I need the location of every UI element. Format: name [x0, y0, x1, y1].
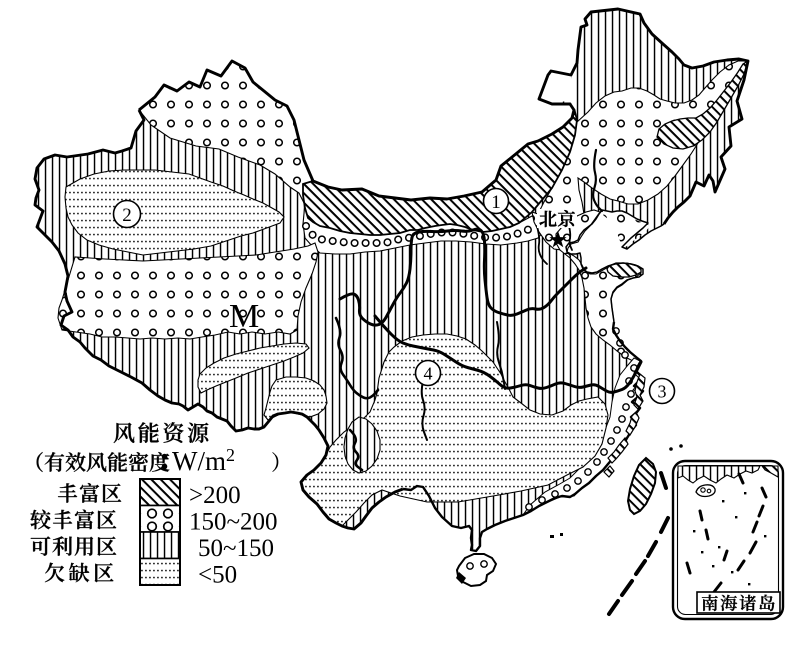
svg-text:<50: <50	[198, 562, 237, 589]
svg-text:3: 3	[658, 381, 667, 401]
svg-text:>200: >200	[189, 482, 241, 509]
svg-text:1: 1	[491, 192, 501, 213]
svg-text:50~150: 50~150	[198, 535, 274, 562]
svg-text:4: 4	[424, 363, 433, 383]
svg-text:150~200: 150~200	[189, 509, 278, 536]
svg-text:M: M	[229, 298, 259, 335]
svg-text:W/m2: W/m2	[172, 445, 235, 476]
svg-text:2: 2	[122, 205, 132, 226]
